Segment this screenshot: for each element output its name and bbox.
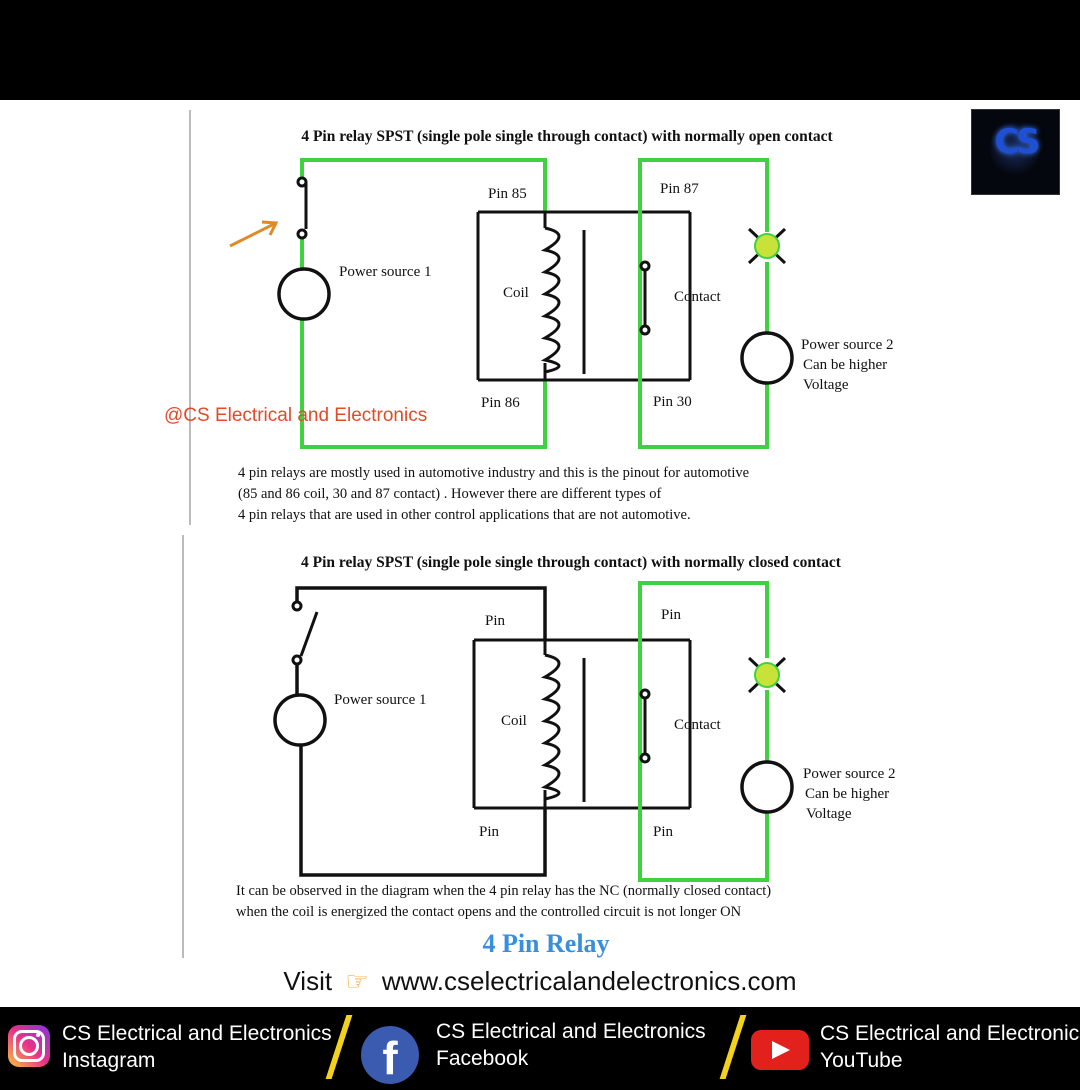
top-pin-30-label: Pin 30 (653, 394, 692, 410)
instagram-platform: Instagram (62, 1049, 156, 1072)
top-pin-87-label: Pin 87 (660, 181, 699, 197)
bottom-lamp-icon (747, 656, 787, 694)
visit-row: Visit ☞ www.cselectricalandelectronics.c… (0, 966, 1080, 997)
facebook-name: CS Electrical and Electronics (436, 1020, 706, 1043)
top-power-source-1-label: Power source 1 (339, 264, 431, 280)
bottom-pin-bottom-left-label: Pin (479, 824, 500, 840)
visit-prefix: Visit (283, 966, 333, 996)
divider-slash (719, 1015, 747, 1079)
top-power-source-2-label: Power source 2 Can be higher Voltage (801, 337, 897, 393)
bottom-power-source-1-icon (273, 693, 327, 747)
bottom-control-circuit (295, 586, 547, 877)
top-power-source-2-icon (740, 331, 794, 385)
facebook-icon[interactable]: f (361, 1026, 419, 1084)
top-contact-label: Contact (674, 289, 721, 305)
watermark-text: @CS Electrical and Electronics (164, 405, 427, 426)
instagram-link[interactable]: CS Electrical and Electronics Instagram (62, 1021, 332, 1075)
bottom-load-circuit (638, 581, 769, 882)
logo-glow (990, 118, 1040, 178)
bottom-power-source-1-label: Power source 1 (334, 692, 426, 708)
channel-logo: CS (971, 109, 1060, 195)
diagram-panel (0, 100, 1080, 1007)
top-relay-box (476, 210, 692, 382)
orange-arrow-icon (229, 220, 279, 248)
top-description: 4 pin relays are mostly used in automoti… (238, 465, 753, 523)
top-lamp-icon (747, 227, 787, 265)
youtube-platform: YouTube (820, 1049, 903, 1072)
top-coil-icon (540, 212, 586, 380)
top-pin-85-label: Pin 85 (488, 186, 527, 202)
top-contact-switch (639, 260, 651, 336)
top-power-source-1-icon (277, 267, 331, 321)
bottom-diagram-title: 4 Pin relay SPST (single pole single thr… (301, 554, 842, 571)
youtube-icon[interactable] (751, 1030, 809, 1070)
youtube-name: CS Electrical and Electronics (820, 1022, 1080, 1045)
bottom-relay-box (472, 638, 692, 810)
top-load-circuit (638, 158, 769, 449)
website-link[interactable]: www.cselectricalandelectronics.com (381, 966, 797, 996)
instagram-icon[interactable] (8, 1025, 50, 1067)
bottom-contact-label: Contact (674, 717, 721, 733)
logo-text: CS (994, 122, 1040, 162)
bottom-coil-label: Coil (501, 713, 527, 729)
bottom-description: It can be observed in the diagram when t… (236, 883, 775, 920)
top-pin-86-label: Pin 86 (481, 395, 520, 411)
bottom-power-source-2-icon (740, 760, 794, 814)
youtube-link[interactable]: CS Electrical and Electronics YouTube (820, 1021, 1080, 1075)
bottom-pin-top-right-label: Pin (661, 607, 682, 623)
bottom-contact-switch (639, 688, 651, 764)
instagram-name: CS Electrical and Electronics (62, 1022, 332, 1045)
bottom-pin-bottom-right-label: Pin (653, 824, 674, 840)
bottom-coil-icon (540, 640, 586, 808)
facebook-platform: Facebook (436, 1047, 529, 1070)
bottom-pin-top-left-label: Pin (485, 613, 506, 629)
facebook-link[interactable]: CS Electrical and Electronics Facebook (436, 1019, 706, 1073)
top-diagram-title: 4 Pin relay SPST (single pole single thr… (301, 128, 833, 145)
pointing-hand-icon: ☞ (345, 966, 369, 996)
top-switch-1 (296, 176, 308, 240)
bottom-switch-1 (291, 600, 319, 666)
bottom-power-source-2-label: Power source 2 Can be higher Voltage (803, 766, 899, 822)
top-control-circuit (300, 158, 547, 449)
main-heading: 4 Pin Relay (482, 929, 609, 958)
top-coil-label: Coil (503, 285, 529, 301)
social-footer: CS Electrical and Electronics Instagram … (0, 1007, 1080, 1084)
